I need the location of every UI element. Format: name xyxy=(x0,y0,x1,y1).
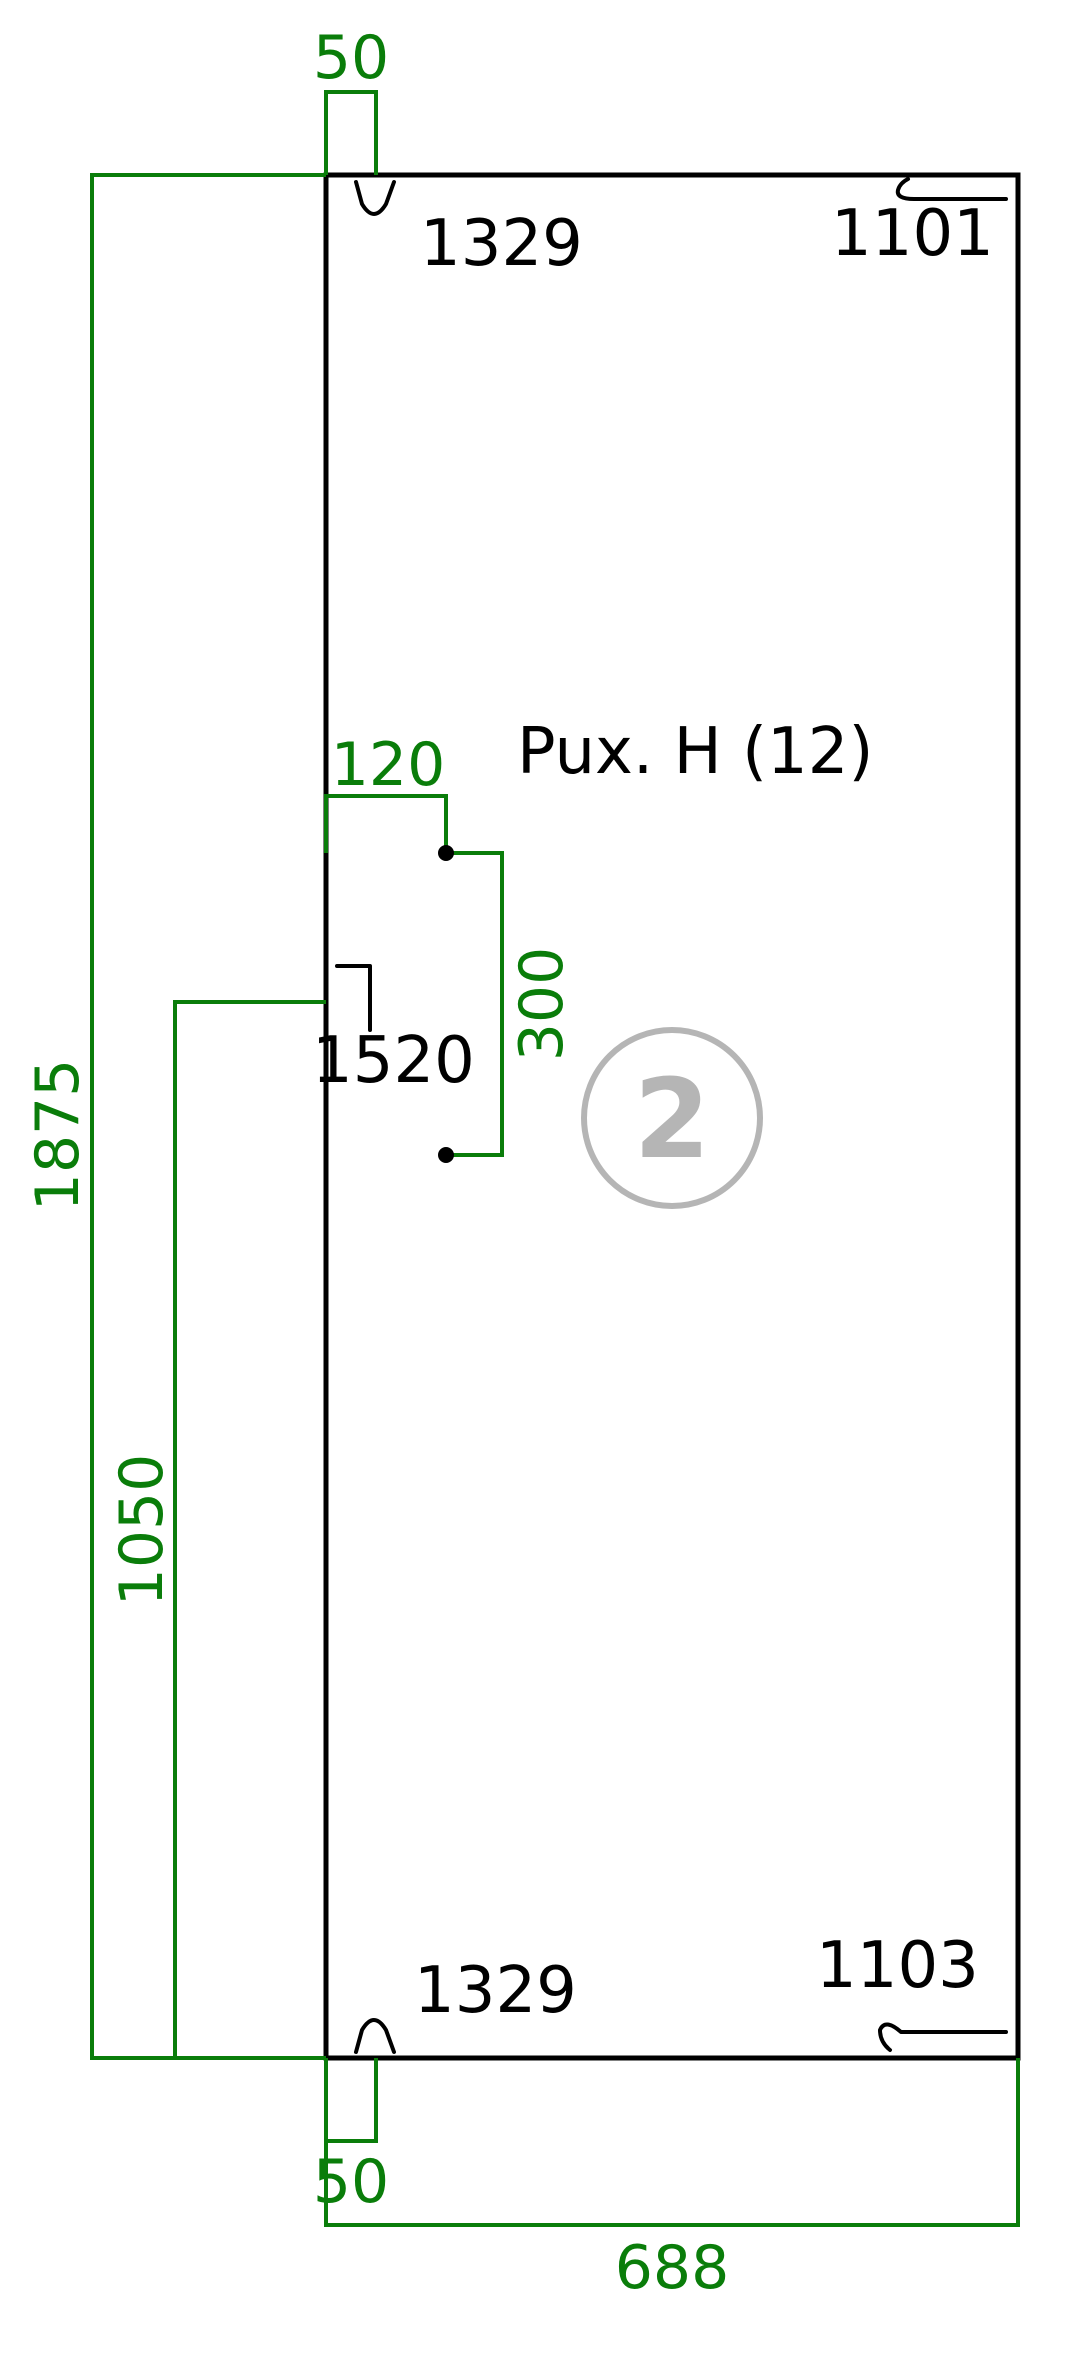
bottom-left-hinge-icon xyxy=(354,2018,396,2054)
handle-height-dimension-label: 1050 xyxy=(107,1454,177,1607)
width-dimension-label: 688 xyxy=(615,2233,730,2303)
handle-inset-dimension-line xyxy=(324,794,448,853)
top-right-fitting-icon xyxy=(895,177,1008,201)
top-right-fitting-label: 1101 xyxy=(831,197,994,271)
top-offset-dimension-line xyxy=(324,90,378,175)
panel-number-badge xyxy=(581,1027,763,1209)
bottom-offset-dimension-line xyxy=(324,2058,378,2143)
panel-outline xyxy=(323,172,1021,2061)
handle-hole-top xyxy=(438,845,454,861)
handle-height-dimension-line xyxy=(173,1000,326,2058)
top-left-hinge-icon xyxy=(354,180,396,216)
handle-spacing-dimension-label: 300 xyxy=(507,947,577,1062)
height-dimension-label: 1875 xyxy=(23,1059,93,1212)
top-left-hinge-label: 1329 xyxy=(420,207,583,281)
width-dimension-line xyxy=(324,2058,1020,2227)
bottom-right-fitting-label: 1103 xyxy=(816,1929,979,2003)
panel-number-label: 2 xyxy=(634,1055,711,1183)
handle-part-label: 1520 xyxy=(312,1024,475,1098)
panel-label: Pux. H (12) xyxy=(517,715,873,789)
bottom-right-fitting-icon xyxy=(878,2022,1008,2052)
height-dimension-line xyxy=(90,173,326,2060)
handle-hole-bottom xyxy=(438,1147,454,1163)
handle-inset-dimension-label: 120 xyxy=(331,730,446,800)
bottom-left-hinge-label: 1329 xyxy=(414,1954,577,2028)
handle-marker-icon xyxy=(335,964,372,1032)
handle-spacing-dimension-line xyxy=(446,851,504,1157)
top-offset-dimension-label: 50 xyxy=(313,23,389,93)
